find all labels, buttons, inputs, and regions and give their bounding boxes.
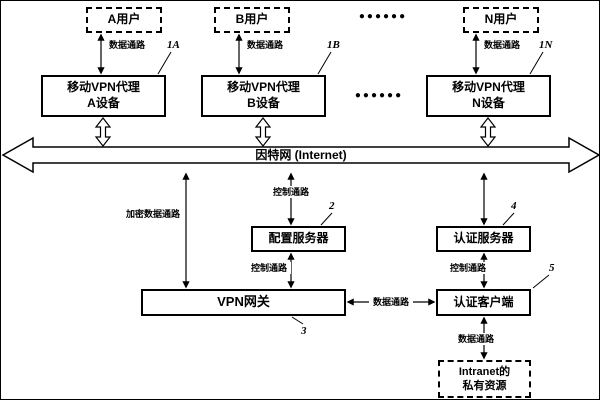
ellipsis-users: ●●●●●● — [358, 11, 408, 22]
ref-label-2: 2 — [329, 200, 335, 212]
vpn-proxy-n-line1: 移动VPN代理 — [452, 80, 525, 95]
auth-server-label: 认证服务器 — [453, 231, 514, 246]
data-path-label-b: 数据通路 — [245, 39, 285, 51]
user-b-label: B用户 — [235, 12, 269, 27]
ref-label-1a: 1A — [167, 39, 180, 51]
block-arrow-proxy-b-internet — [254, 117, 272, 147]
ref-label-3: 3 — [301, 325, 307, 337]
auth-server-box: 认证服务器 — [436, 226, 531, 252]
data-path-label-gateway-client: 数据通路 — [369, 296, 413, 308]
control-path-label-internet-config: 控制通路 — [269, 186, 313, 198]
leader-ref-1b — [317, 51, 332, 75]
intranet-line2: 私有资源 — [462, 380, 507, 392]
internet-label: 因特网 (Internet) — [255, 148, 347, 162]
leader-ref-1n — [529, 51, 544, 75]
auth-client-label: 认证客户端 — [453, 294, 514, 309]
ref-label-5: 5 — [549, 262, 555, 274]
config-server-box: 配置服务器 — [251, 226, 346, 252]
vpn-gateway-label: VPN网关 — [217, 294, 270, 310]
user-a-label: A用户 — [107, 12, 141, 27]
intranet-resources-box: Intranet的 私有资源 — [438, 360, 531, 398]
user-box-a: A用户 — [86, 7, 162, 33]
vpn-proxy-box-a: 移动VPN代理 A设备 — [41, 75, 166, 117]
leader-ref-5 — [532, 274, 550, 289]
leader-ref-1a — [157, 51, 172, 75]
vpn-proxy-b-line1: 移动VPN代理 — [227, 80, 300, 95]
ref-label-4: 4 — [511, 200, 517, 212]
data-path-label-a: 数据通路 — [107, 39, 147, 51]
data-path-label-n: 数据通路 — [482, 39, 522, 51]
vpn-proxy-box-n: 移动VPN代理 N设备 — [426, 75, 551, 117]
block-arrow-proxy-a-internet — [94, 117, 112, 147]
control-path-label-authserver-client: 控制通路 — [446, 262, 490, 274]
user-n-label: N用户 — [484, 12, 518, 27]
ref-label-1n: 1N — [539, 39, 553, 51]
encrypted-data-path-label: 加密数据通路 — [125, 208, 181, 220]
intranet-line1: Intranet的 — [458, 365, 511, 378]
leader-ref-2 — [320, 212, 333, 226]
internet-backbone-arrow — [1, 136, 599, 174]
vpn-proxy-a-line1: 移动VPN代理 — [67, 80, 140, 95]
leader-ref-3 — [291, 316, 304, 325]
user-box-n: N用户 — [463, 7, 539, 33]
control-path-label-config-gateway: 控制通路 — [247, 262, 291, 274]
config-server-label: 配置服务器 — [268, 231, 329, 246]
block-arrow-proxy-n-internet — [479, 117, 497, 147]
data-path-label-client-intranet: 数据通路 — [454, 333, 498, 345]
ellipsis-proxies: ●●●●●● — [354, 90, 404, 101]
vpn-proxy-a-line2: A设备 — [87, 96, 120, 110]
vpn-proxy-n-line2: N设备 — [472, 96, 505, 110]
user-box-b: B用户 — [214, 7, 290, 33]
vpn-proxy-box-b: 移动VPN代理 B设备 — [201, 75, 326, 117]
leader-ref-4 — [502, 212, 515, 226]
vpn-gateway-box: VPN网关 — [141, 289, 346, 316]
auth-client-box: 认证客户端 — [436, 289, 531, 316]
ref-label-1b: 1B — [327, 39, 340, 51]
vpn-proxy-b-line2: B设备 — [247, 96, 280, 110]
